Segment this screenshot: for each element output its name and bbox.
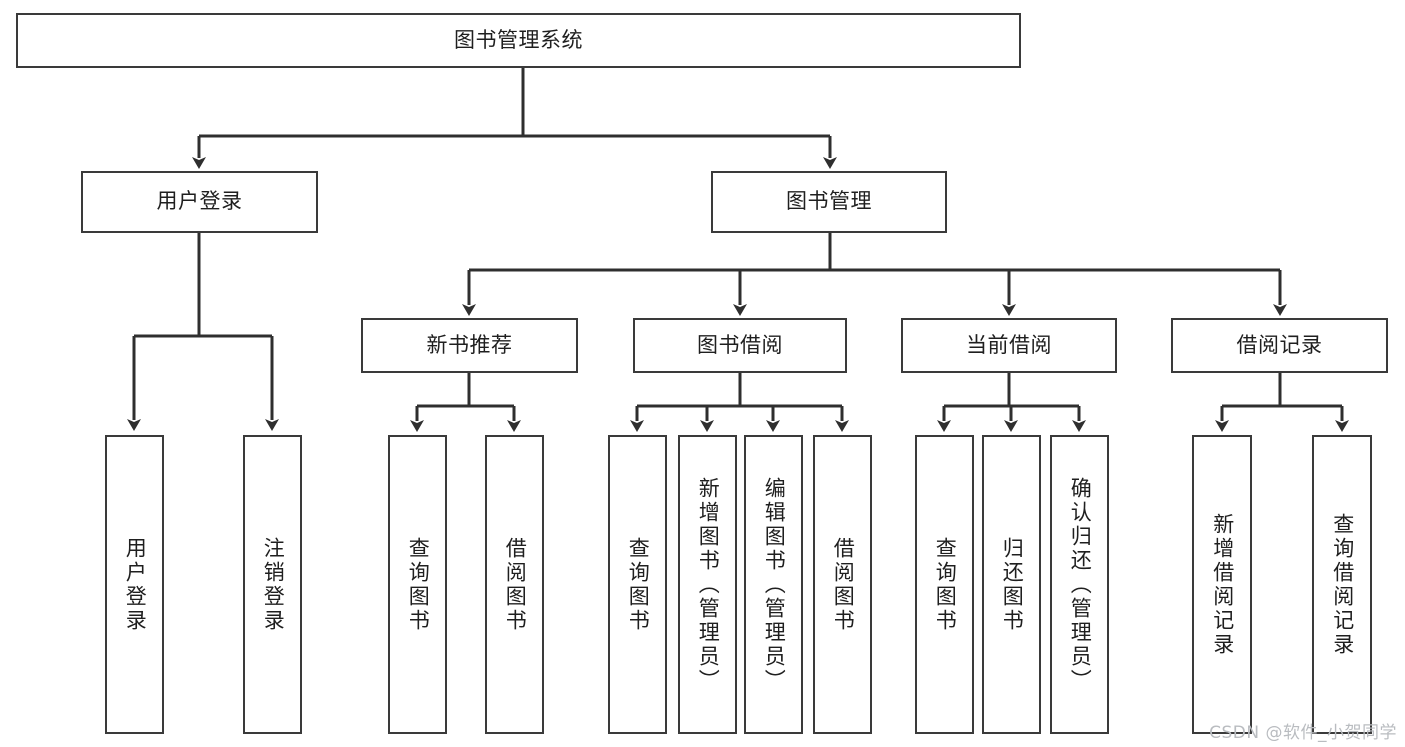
- leaf-query-book-2[interactable]: 查询图书: [608, 435, 667, 734]
- node-new-book-recommend-label: 新书推荐: [426, 332, 513, 357]
- leaf-query-book-2-label: 查询图书: [626, 536, 651, 633]
- node-book-borrow[interactable]: 图书借阅: [633, 318, 847, 373]
- leaf-borrow-book-1-label: 借阅图书: [503, 536, 528, 633]
- leaf-query-book-1[interactable]: 查询图书: [388, 435, 447, 734]
- node-borrow-history-label: 借阅记录: [1236, 332, 1323, 357]
- leaf-return-book-label: 归还图书: [1000, 536, 1025, 633]
- leaf-add-borrow-record[interactable]: 新增借阅记录: [1192, 435, 1252, 734]
- node-book-management-label: 图书管理: [786, 189, 872, 214]
- node-user-login[interactable]: 用户登录: [81, 171, 318, 233]
- node-book-management[interactable]: 图书管理: [711, 171, 947, 233]
- leaf-return-book[interactable]: 归还图书: [982, 435, 1041, 734]
- leaf-add-book-admin[interactable]: 新增图书（管理员）: [678, 435, 737, 734]
- node-current-borrow[interactable]: 当前借阅: [901, 318, 1117, 373]
- leaf-query-borrow-record[interactable]: 查询借阅记录: [1312, 435, 1372, 734]
- node-current-borrow-label: 当前借阅: [966, 332, 1052, 357]
- leaf-borrow-book-2[interactable]: 借阅图书: [813, 435, 872, 734]
- leaf-confirm-return-admin-label: 确认归还（管理员）: [1068, 476, 1093, 693]
- leaf-query-book-3-label: 查询图书: [933, 536, 958, 633]
- leaf-borrow-book-1[interactable]: 借阅图书: [485, 435, 544, 734]
- leaf-add-book-admin-label: 新增图书（管理员）: [696, 476, 721, 693]
- node-root-label: 图书管理系统: [454, 27, 583, 52]
- node-root[interactable]: 图书管理系统: [16, 13, 1021, 68]
- leaf-edit-book-admin[interactable]: 编辑图书（管理员）: [744, 435, 803, 734]
- node-borrow-history[interactable]: 借阅记录: [1171, 318, 1388, 373]
- leaf-query-book-3[interactable]: 查询图书: [915, 435, 974, 734]
- node-new-book-recommend[interactable]: 新书推荐: [361, 318, 578, 373]
- leaf-logout-label: 注销登录: [261, 536, 286, 633]
- node-user-login-label: 用户登录: [156, 189, 243, 214]
- leaf-borrow-book-2-label: 借阅图书: [831, 536, 856, 633]
- leaf-user-login[interactable]: 用户登录: [105, 435, 164, 734]
- leaf-logout[interactable]: 注销登录: [243, 435, 302, 734]
- leaf-query-borrow-record-label: 查询借阅记录: [1330, 512, 1355, 657]
- node-book-borrow-label: 图书借阅: [697, 332, 783, 357]
- leaf-confirm-return-admin[interactable]: 确认归还（管理员）: [1050, 435, 1109, 734]
- leaf-user-login-label: 用户登录: [123, 536, 148, 633]
- leaf-add-borrow-record-label: 新增借阅记录: [1210, 512, 1235, 657]
- leaf-edit-book-admin-label: 编辑图书（管理员）: [762, 476, 787, 693]
- leaf-query-book-1-label: 查询图书: [406, 536, 431, 633]
